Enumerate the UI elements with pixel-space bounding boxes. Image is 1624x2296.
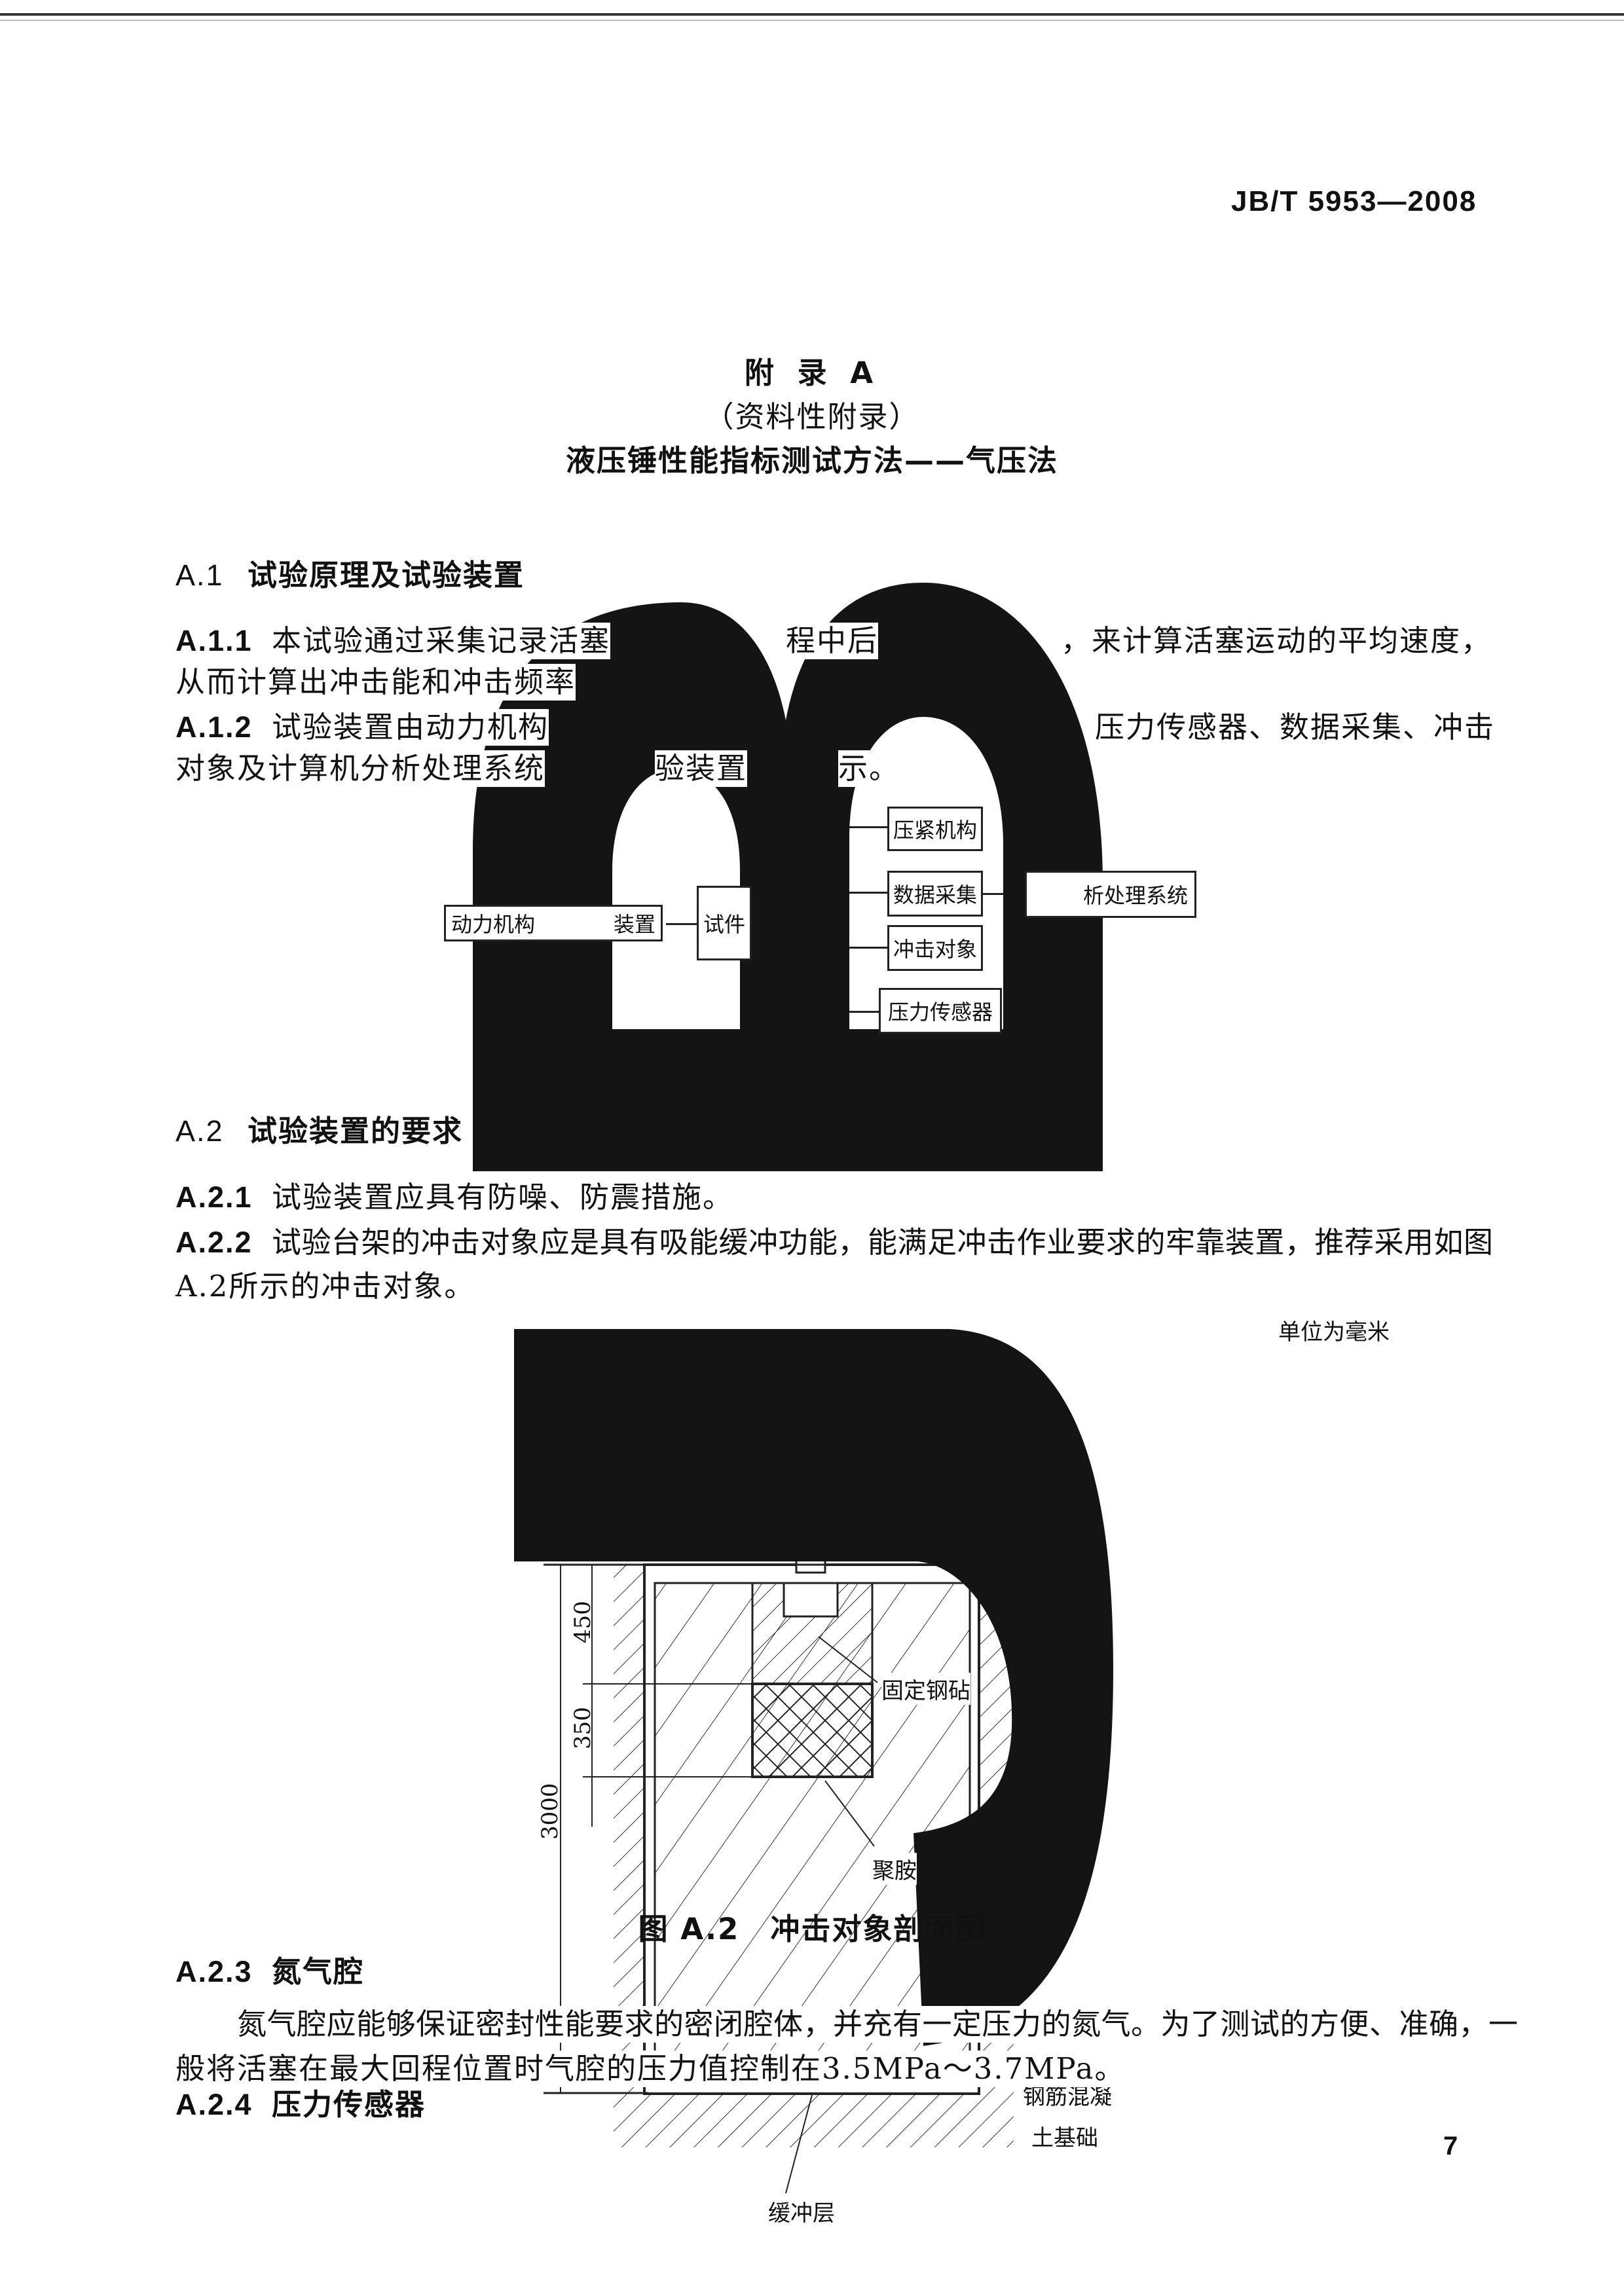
unit-note: 单位为毫米 — [1278, 1319, 1390, 1345]
box-specimen: 试件 — [697, 886, 752, 960]
section-a2-number: A.2 — [175, 1113, 224, 1150]
clause-a22-line1: 试验台架的冲击对象应是具有吸能缓冲功能，能满足冲击作业要求的牢靠装置，推荐采用如… — [272, 1224, 1494, 1261]
box-power-unit-label-b: 装置 — [613, 912, 655, 937]
leader-buffer — [785, 2094, 813, 2194]
label-foundation-2: 土基础 — [1031, 2125, 1098, 2151]
box-pressure-sensor: 压力传感器 — [879, 988, 1002, 1034]
top-rule-shadow — [0, 20, 1624, 21]
clause-a12-number: A.1.2 — [175, 709, 253, 746]
label-foundation-1: 钢筋混凝 — [1023, 2084, 1112, 2110]
clause-a12-line2b: 验装置 — [655, 750, 748, 787]
clause-a21-number: A.2.1 — [175, 1179, 253, 1216]
clause-a23-line1: 氮气腔应能够保证密封性能要求的密闭腔体，并充有一定压力的氮气。为了测试的方便、准… — [237, 2006, 1519, 2043]
dimension-450: 450 — [570, 1601, 596, 1643]
label-fixed-anvil: 固定钢砧 — [881, 1673, 970, 1705]
page-number: 7 — [1443, 2128, 1460, 2164]
ink-blot-hook — [514, 1329, 1113, 2046]
dimension-3000: 3000 — [537, 1783, 563, 1840]
box-daq: 数据采集 — [887, 871, 983, 917]
anvil-pad — [751, 1683, 874, 1778]
clause-a22-line2: A.2所示的冲击对象。 — [175, 1268, 475, 1305]
leader-pu — [824, 1780, 875, 1847]
clause-a11-text-3: ，来计算活塞运动的平均速度， — [1061, 623, 1492, 659]
section-a1-number: A.1 — [175, 557, 224, 594]
appendix-title: 附 录 A — [744, 355, 880, 390]
label-buffer-layer: 缓冲层 — [768, 2200, 835, 2227]
connector-line — [666, 923, 697, 925]
clause-a24-title: 压力传感器 — [272, 2086, 426, 2123]
clause-a23-line2: 般将活塞在最大回程位置时气腔的压力值控制在3.5MPa～3.7MPa。 — [175, 2050, 1126, 2087]
box-analysis-system: 析处理系统 — [1025, 871, 1196, 918]
box-clamp: 压紧机构 — [887, 807, 983, 851]
clause-a22-number: A.2.2 — [175, 1224, 253, 1261]
standard-number: JB/T 5953—2008 — [1231, 183, 1477, 220]
box-power-unit-label-a: 动力机构 — [451, 912, 536, 937]
clause-a12-text-2: 压力传感器、数据采集、冲击 — [1095, 709, 1496, 746]
anvil-notch — [783, 1582, 839, 1618]
label-polyurethane: 聚胺 — [872, 1853, 917, 1885]
clause-a23-title: 氮气腔 — [272, 1954, 365, 1990]
clause-a21-text: 试验装置应具有防噪、防震措施。 — [272, 1179, 734, 1216]
ink-blot-arch — [473, 583, 1103, 1171]
connector-line — [981, 893, 1025, 895]
leader-anvil — [818, 1636, 878, 1683]
box-power-unit: 动力机构 装置 — [444, 905, 663, 941]
clause-a11-line2: 从而计算出冲击能和冲击频率 — [175, 664, 576, 701]
appendix-heading: 液压锤性能指标测试方法——气压法 — [565, 443, 1058, 478]
clause-a12-line2a: 对象及计算机分析处理系统 — [175, 750, 545, 787]
clause-a11-text-1: 本试验通过采集记录活塞 — [272, 623, 611, 659]
section-a1-title: 试验原理及试验装置 — [248, 557, 525, 594]
section-a2-title: 试验装置的要求 — [248, 1113, 464, 1150]
box-impact-target: 冲击对象 — [887, 925, 983, 971]
clause-a23-number: A.2.3 — [175, 1954, 253, 1990]
appendix-subtitle: （资料性附录） — [704, 399, 920, 434]
clause-a11-number: A.1.1 — [175, 623, 253, 659]
clause-a11-text-2: 程中后 — [786, 623, 879, 659]
top-rule — [0, 13, 1624, 16]
dimension-350: 350 — [570, 1707, 596, 1749]
figure-a2-caption: 图 A.2 冲击对象剖面图 — [638, 1912, 986, 1946]
clause-a12-line2c: 示。 — [838, 750, 900, 787]
clause-a12-text-1: 试验装置由动力机构 — [272, 709, 549, 746]
clause-a24-number: A.2.4 — [175, 2086, 253, 2123]
